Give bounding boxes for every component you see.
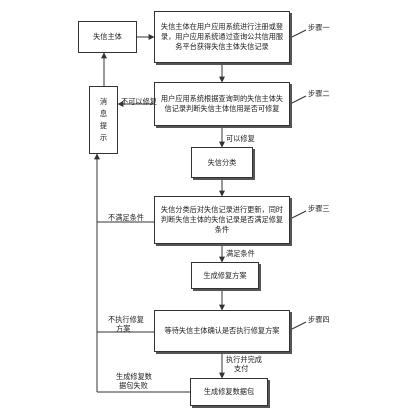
step4-tag: 步骤四: [308, 315, 330, 324]
plan-node: 生成修复方案: [191, 262, 259, 289]
edge-label-execute-2: 支付: [234, 364, 249, 373]
step1-tag: 步骤一: [308, 23, 330, 32]
edge-label-not-met: 不满足条件: [108, 213, 144, 222]
step1-node: 失信主体在用户应用系统进行注册或登录，用户应用系统通过查询公共信用服务平台获得失…: [154, 11, 290, 63]
leader-step4: [291, 321, 307, 330]
step2-label: 用户应用系统根据查询到的失信主体失信记录判断失信主体信用是否可修复: [160, 94, 284, 113]
message-node: 消息提示: [89, 86, 118, 154]
edge-label-not-repairable: 不可以修复: [121, 97, 157, 106]
subject-node: 失信主体: [78, 21, 137, 53]
edge-label-fail-1: 生成修复数: [116, 372, 152, 381]
step4-node: 等待失信主体确认是否执行修复方案: [154, 310, 290, 352]
plan-label: 生成修复方案: [203, 270, 247, 280]
step2-tag: 步骤二: [308, 89, 330, 98]
edge-label-no-execute-2: 方案: [116, 324, 131, 333]
step3-node: 失信分类后对失信记录进行更新，同时判断失信主体的失信记录是否满足修复条件: [154, 196, 290, 244]
package-node: 生成修复数据包: [190, 378, 268, 406]
step3-tag: 步骤三: [308, 204, 330, 213]
classify-label: 失信分类: [207, 157, 237, 167]
edge-label-fail-2: 据包失败: [119, 381, 148, 390]
step2-node: 用户应用系统根据查询到的失信主体失信记录判断失信主体信用是否可修复: [154, 82, 290, 126]
step1-label: 失信主体在用户应用系统进行注册或登录，用户应用系统通过查询公共信用服务平台获得失…: [160, 22, 284, 51]
edge-label-repairable: 可以修复: [226, 134, 255, 143]
edge-label-execute-1: 执行并完成: [226, 355, 262, 364]
leader-step2: [291, 95, 307, 104]
edge-label-no-execute-1: 不执行修复: [108, 315, 144, 324]
subject-label: 失信主体: [93, 32, 122, 42]
message-label: 消息提示: [99, 96, 108, 143]
edge-label-met: 满足条件: [226, 249, 255, 258]
step3-label: 失信分类后对失信记录进行更新，同时判断失信主体的失信记录是否满足修复条件: [160, 205, 284, 234]
leader-step1: [291, 29, 307, 38]
classify-node: 失信分类: [191, 147, 253, 178]
step4-label: 等待失信主体确认是否执行修复方案: [164, 326, 280, 336]
leader-step3: [291, 210, 307, 219]
package-label: 生成修复数据包: [203, 387, 255, 397]
